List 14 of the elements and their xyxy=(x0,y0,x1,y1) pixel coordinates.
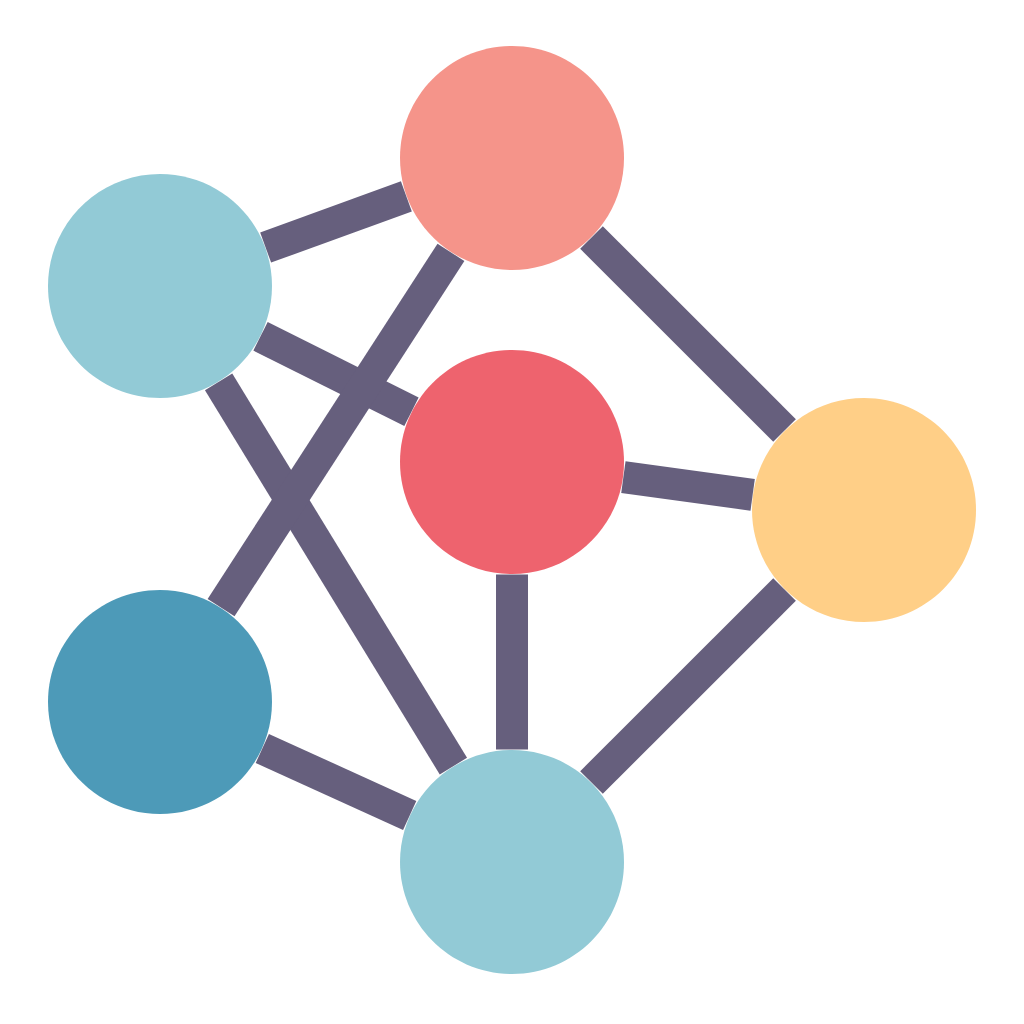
circle-node xyxy=(400,350,624,574)
circle-node xyxy=(752,398,976,622)
circle-node xyxy=(400,46,624,270)
connector-line xyxy=(260,181,412,263)
connector-line xyxy=(580,226,796,442)
circle-node xyxy=(48,590,272,814)
connector-line xyxy=(496,574,528,750)
connector-line xyxy=(204,373,468,775)
circle-node xyxy=(48,174,272,398)
connector-line xyxy=(255,733,417,831)
connector-line xyxy=(207,243,465,617)
connector-line xyxy=(580,578,796,794)
connector-line xyxy=(621,461,755,511)
circle-node xyxy=(400,750,624,974)
